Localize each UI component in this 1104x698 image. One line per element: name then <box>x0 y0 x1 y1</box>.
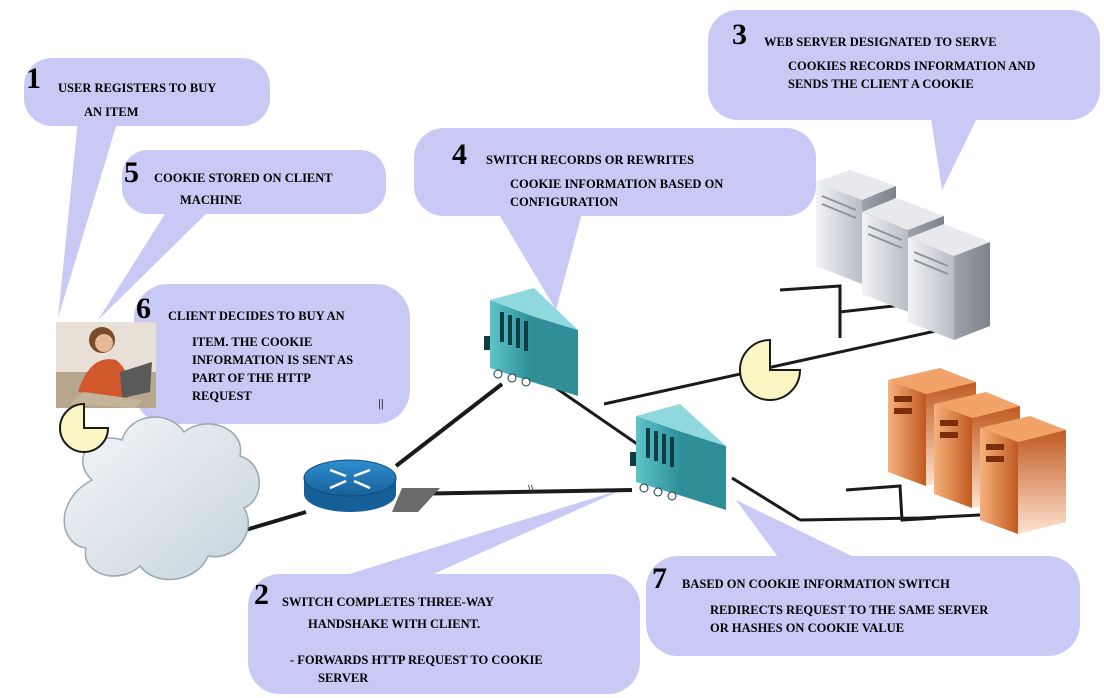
switch-icon <box>484 288 578 396</box>
callout-5-line-2: MACHINE <box>180 193 242 207</box>
step-number-5: 5 <box>124 156 139 189</box>
callout-2-line-4: SERVER <box>318 671 369 685</box>
step-number-3: 3 <box>732 18 747 51</box>
cookie-icon <box>59 402 110 453</box>
callout-6-line-5: REQUEST <box>192 389 252 403</box>
step-number-4: 4 <box>452 138 467 171</box>
link-break-glyph: \\ <box>528 484 535 496</box>
callout-6-line-3: INFORMATION IS SENT AS <box>192 353 354 367</box>
router-icon <box>303 459 440 512</box>
callout-5-line-1: COOKIE STORED ON CLIENT <box>154 171 333 185</box>
callout-3-line-2: COOKIES RECORDS INFORMATION AND <box>788 59 1036 73</box>
callout-7-line-2: REDIRECTS REQUEST TO THE SAME SERVER <box>710 603 989 617</box>
callout-bubble-7 <box>646 500 1080 656</box>
step-number-7: 7 <box>652 562 667 595</box>
callout-6-line-2: ITEM. THE COOKIE <box>192 335 313 349</box>
callout-3-line-3: SENDS THE CLIENT A COOKIE <box>788 77 974 91</box>
callout-bubble-6 <box>134 284 410 424</box>
callout-7-line-1: BASED ON COOKIE INFORMATION SWITCH <box>682 577 950 591</box>
cookie-icon <box>739 338 802 401</box>
callout-bubble-1 <box>24 58 270 318</box>
step-number-2: 2 <box>254 578 269 611</box>
step-number-1: 1 <box>26 62 41 95</box>
callout-2-line-1: SWITCH COMPLETES THREE-WAY <box>282 595 494 609</box>
user-at-laptop-icon <box>56 322 156 408</box>
callout-6-line-1: CLIENT DECIDES TO BUY AN <box>168 309 345 323</box>
web-server-icon <box>908 224 990 340</box>
callout-2-line-2: HANDSHAKE WITH CLIENT. <box>308 617 481 631</box>
callout-4-line-1: SWITCH RECORDS OR REWRITES <box>486 153 695 167</box>
callout-bubble-4 <box>414 128 816 310</box>
callout-6-glyph: || <box>378 398 384 410</box>
callout-4-line-2: COOKIE INFORMATION BASED ON <box>510 177 724 191</box>
callout-bubble-2 <box>248 488 640 694</box>
callout-bubble-5 <box>98 150 386 320</box>
callout-6-line-4: PART OF THE HTTP <box>192 371 311 385</box>
step-number-6: 6 <box>136 292 151 325</box>
callout-4-line-3: CONFIGURATION <box>510 195 619 209</box>
callout-3-line-1: WEB SERVER DESIGNATED TO SERVE <box>764 35 997 49</box>
cookie-server-icon <box>980 416 1066 534</box>
switch-icon <box>630 404 726 510</box>
callout-1-line-1: USER REGISTERS TO BUY <box>58 81 217 95</box>
callout-bubble-3 <box>708 10 1100 190</box>
callout-7-line-3: OR HASHES ON COOKIE VALUE <box>710 621 905 635</box>
internet-cloud-icon <box>63 416 260 581</box>
callout-2-line-3: - FORWARDS HTTP REQUEST TO COOKIE <box>290 653 543 667</box>
callout-1-line-2: AN ITEM <box>84 105 139 119</box>
